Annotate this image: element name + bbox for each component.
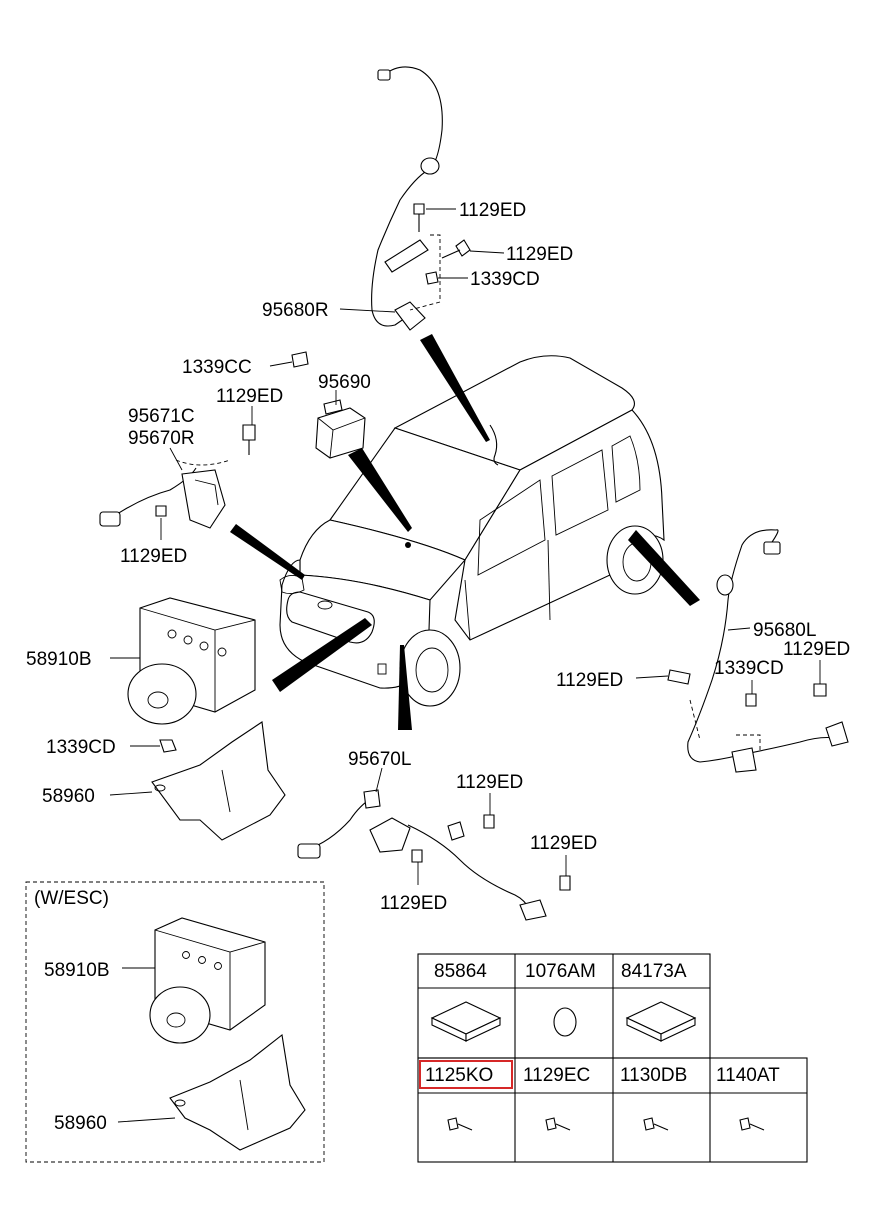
callout-58910b: 58910B	[44, 960, 110, 981]
callout-58910b: 58910B	[26, 649, 92, 670]
bolt-icon	[643, 1117, 669, 1131]
table-header-1140at: 1140AT	[716, 1065, 780, 1086]
abs-module	[127, 597, 256, 725]
callout-1129ed: 1129ED	[530, 833, 597, 854]
callout-1339cd: 1339CD	[470, 269, 540, 290]
callout-1339cd: 1339CD	[714, 658, 784, 679]
highlight-box	[419, 1060, 513, 1089]
callout-1129ed: 1129ED	[556, 670, 623, 691]
callout-1129ed: 1129ED	[783, 639, 850, 660]
table-header-1125ko[interactable]: 1125KO	[425, 1065, 493, 1086]
callout-labels: 1129ED 1129ED 1339CD 95680R 1339CC 95690…	[26, 200, 850, 1134]
module-95690	[291, 351, 366, 459]
bolt-icon	[739, 1117, 765, 1131]
table-header-84173a: 84173A	[621, 961, 687, 982]
callout-1129ed: 1129ED	[506, 244, 573, 265]
callout-1339cd: 1339CD	[46, 737, 116, 758]
callout-1129ed: 1129ED	[120, 546, 187, 567]
leader-lines	[109, 208, 821, 1123]
pointer-arrow-left	[230, 524, 305, 580]
table-header-1130db: 1130DB	[620, 1065, 687, 1086]
table-header-1129ec: 1129EC	[523, 1065, 590, 1086]
bolt-icon	[447, 1117, 473, 1131]
pointer-arrow-abs	[272, 618, 372, 692]
table-header-85864: 85864	[434, 961, 487, 982]
pointer-arrow-front	[398, 645, 412, 730]
callout-95670l: 95670L	[348, 749, 411, 770]
sensor-95670l	[297, 789, 571, 921]
grommet-icon	[553, 1007, 577, 1037]
parts-table: 85864 1076AM 84173A 1125KO 1129EC 1130DB…	[417, 953, 808, 1163]
pointer-arrow-sensor	[348, 448, 412, 532]
callout-1129ed: 1129ED	[456, 772, 523, 793]
pointer-arrows	[230, 334, 700, 730]
pointer-arrow-top	[420, 334, 490, 442]
callout-1129ed: 1129ED	[459, 200, 526, 221]
sensor-95680r	[371, 66, 443, 331]
sensor-95680l	[667, 529, 849, 773]
callout-95680l: 95680L	[753, 620, 816, 641]
callout-95670r: 95670R	[128, 428, 195, 449]
callout-95680r: 95680R	[262, 300, 329, 321]
callout-58960: 58960	[54, 1113, 107, 1134]
callout-95671c: 95671C	[128, 406, 195, 427]
bolts-top	[413, 203, 471, 285]
esc-box-title: (W/ESC)	[34, 888, 109, 909]
callout-58960: 58960	[42, 786, 95, 807]
bracket-58960	[151, 721, 286, 841]
callout-1129ed: 1129ED	[380, 893, 447, 914]
callout-95690: 95690	[318, 372, 371, 393]
callout-1339cc: 1339CC	[182, 357, 252, 378]
pad-icon	[625, 1001, 697, 1042]
callout-1129ed: 1129ED	[216, 386, 283, 407]
pad-icon	[430, 1001, 502, 1042]
sensor-95670r	[99, 424, 256, 529]
table-header-1076am: 1076AM	[525, 961, 596, 982]
pointer-arrow-rear	[628, 530, 700, 606]
bolt-icon	[545, 1117, 571, 1131]
esc-box	[25, 881, 325, 1163]
